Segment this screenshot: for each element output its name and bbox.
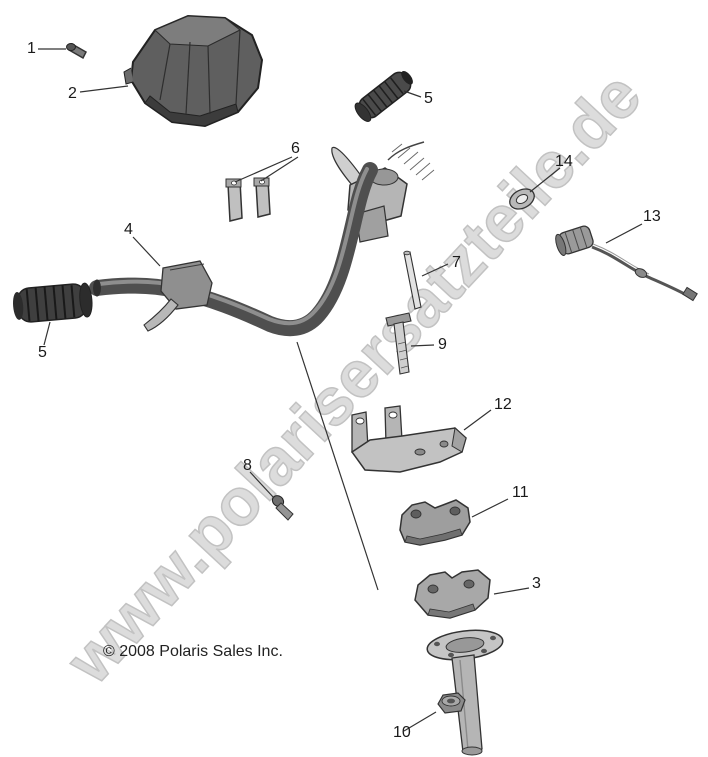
part-screw-1 xyxy=(66,42,87,60)
callout-4: 4 xyxy=(124,221,133,238)
part-left-control-pod xyxy=(143,260,213,332)
callout-labels: 1 2 5 6 14 13 4 5 7 9 12 8 11 3 10 xyxy=(27,40,661,741)
part-choke-cable xyxy=(555,225,698,302)
leader-lines xyxy=(38,48,643,732)
part-nut xyxy=(437,692,466,714)
callout-2: 2 xyxy=(68,85,77,102)
part-pin xyxy=(403,250,422,310)
callout-3: 3 xyxy=(532,575,541,592)
callout-13: 13 xyxy=(643,208,661,225)
part-clamp-lower xyxy=(414,569,491,619)
part-bolt-9 xyxy=(385,312,412,375)
part-mount-brackets xyxy=(225,177,271,222)
part-steering-post xyxy=(426,629,504,756)
callout-14: 14 xyxy=(555,153,573,170)
part-grip-left xyxy=(13,282,93,323)
leader-line-handlebar-to-clamp xyxy=(296,341,379,591)
callout-9: 9 xyxy=(438,336,447,353)
part-bushing xyxy=(509,188,535,210)
part-screw-8 xyxy=(271,495,294,521)
callout-11: 11 xyxy=(512,484,529,501)
callout-6: 6 xyxy=(291,140,300,157)
callout-1: 1 xyxy=(27,40,36,57)
callout-12: 12 xyxy=(494,396,512,413)
callout-5-left: 5 xyxy=(38,344,47,361)
callout-10: 10 xyxy=(393,724,411,741)
callout-5-right: 5 xyxy=(424,90,433,107)
callout-7: 7 xyxy=(452,254,461,271)
part-bracket-12 xyxy=(350,405,467,473)
part-pod-cover xyxy=(123,14,264,128)
copyright-text: © 2008 Polaris Sales Inc. xyxy=(103,643,283,660)
part-clamp-upper xyxy=(399,499,471,546)
callout-8: 8 xyxy=(243,457,252,474)
part-grip-right xyxy=(354,70,413,122)
